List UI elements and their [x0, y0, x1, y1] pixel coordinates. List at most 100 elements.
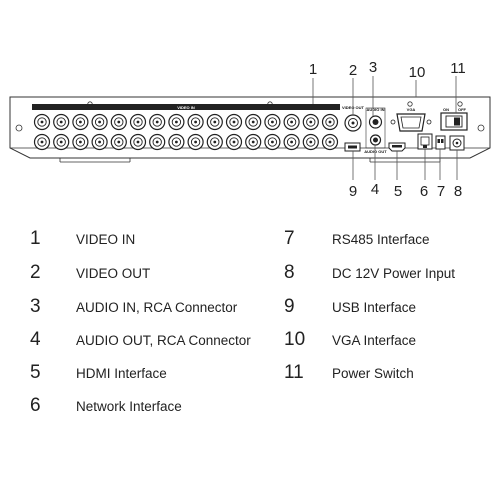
- bnc-connector: [264, 113, 281, 131]
- legend-item: 11 Power Switch: [284, 358, 414, 388]
- bnc-connector: [129, 113, 147, 131]
- legend-number: 10: [284, 329, 306, 350]
- bnc-connector: [225, 133, 243, 151]
- legend-label: AUDIO OUT, RCA Connector: [76, 332, 251, 348]
- bnc-connector: [33, 113, 51, 131]
- bnc-connector: [72, 133, 89, 151]
- video-out-bnc: [344, 114, 362, 132]
- screw-icon: [477, 124, 485, 132]
- dvr-rear-panel-diagram: VIDEO IN VIDEO OUT AUDIO IN AUDIO OUT VG…: [9, 59, 491, 200]
- legend-item: 1 VIDEO IN: [30, 224, 135, 254]
- legend-label: RS485 Interface: [332, 231, 430, 247]
- bnc-connector: [129, 133, 147, 151]
- bnc-connector: [168, 133, 185, 151]
- usb-port: [344, 142, 361, 152]
- legend-label: AUDIO IN, RCA Connector: [76, 299, 238, 315]
- power-switch: [440, 112, 468, 131]
- legend-item: 7 RS485 Interface: [284, 224, 430, 254]
- bnc-connector: [283, 133, 300, 151]
- callout-number: 6: [420, 183, 428, 200]
- callout-number: 1: [309, 61, 317, 78]
- callout-leader-lines: [312, 76, 458, 180]
- legend-label: HDMI Interface: [76, 365, 167, 381]
- legend-number: 3: [30, 296, 41, 317]
- bnc-connector: [149, 113, 166, 131]
- video-in-bnc-grid: [33, 113, 339, 151]
- audio-in-panel-label: AUDIO IN: [367, 107, 385, 112]
- bnc-connector: [206, 133, 223, 151]
- legend-label: VGA Interface: [332, 332, 417, 348]
- bnc-connector: [321, 113, 339, 131]
- power-on-label: ON: [443, 107, 449, 112]
- legend-label: VIDEO IN: [76, 231, 136, 247]
- vga-panel-label: VGA: [407, 107, 416, 112]
- callout-number: 5: [394, 183, 402, 200]
- legend-number: 2: [30, 262, 41, 283]
- bnc-connector: [187, 133, 204, 151]
- legend-number: 4: [30, 329, 41, 350]
- callout-number: 10: [409, 64, 426, 81]
- screw-icon: [407, 101, 413, 107]
- legend-item: 2 VIDEO OUT: [30, 258, 150, 288]
- hdmi-port: [388, 142, 406, 152]
- callout-number: 2: [349, 62, 357, 79]
- legend-number: 5: [30, 362, 41, 383]
- legend-label: Network Interface: [76, 398, 182, 414]
- legend-number: 7: [284, 228, 295, 249]
- bnc-connector: [302, 113, 319, 131]
- bnc-connector: [110, 113, 127, 131]
- legend-item: 8 DC 12V Power Input: [284, 258, 455, 288]
- legend-label: DC 12V Power Input: [332, 265, 456, 281]
- bnc-connector: [149, 133, 166, 151]
- audio-in-rca: [368, 115, 383, 129]
- legend-item: 4 AUDIO OUT, RCA Connector: [30, 325, 251, 355]
- power-off-label: OFF: [458, 107, 467, 112]
- legend-label: USB Interface: [332, 299, 417, 315]
- legend-label: Power Switch: [332, 365, 414, 381]
- callout-number: 4: [371, 181, 379, 198]
- bnc-connector: [245, 113, 262, 131]
- network-port: [417, 133, 433, 150]
- legend-number: 9: [284, 296, 295, 317]
- legend-number: 1: [30, 228, 41, 249]
- callout-number: 7: [437, 183, 445, 200]
- bnc-connector: [72, 113, 89, 131]
- audio-out-rca: [369, 134, 382, 146]
- bnc-connector: [245, 133, 262, 151]
- screw-icon: [457, 101, 463, 107]
- legend: 1 VIDEO IN 2 VIDEO OUT 3 AUDIO IN, RCA C…: [0, 220, 500, 500]
- bnc-connector: [187, 113, 204, 131]
- bnc-connector: [302, 133, 319, 151]
- legend-number: 11: [284, 362, 304, 383]
- legend-number: 8: [284, 262, 295, 283]
- callout-number: 11: [450, 60, 466, 77]
- callout-number: 9: [349, 183, 357, 200]
- video-in-panel-label: VIDEO IN: [177, 105, 195, 110]
- legend-item: 10 VGA Interface: [284, 325, 416, 355]
- bnc-connector: [33, 133, 51, 151]
- bnc-connector: [321, 133, 339, 151]
- legend-label: VIDEO OUT: [76, 265, 151, 281]
- legend-number: 6: [30, 395, 41, 416]
- vga-port: [390, 113, 432, 132]
- legend-item: 6 Network Interface: [30, 391, 182, 421]
- bnc-connector: [264, 133, 281, 151]
- audio-out-panel-label: AUDIO OUT: [364, 149, 387, 154]
- legend-item: 3 AUDIO IN, RCA Connector: [30, 292, 237, 322]
- bnc-connector: [206, 113, 223, 131]
- bnc-connector: [91, 133, 108, 151]
- bnc-connector: [53, 113, 70, 131]
- legend-item: 5 HDMI Interface: [30, 358, 167, 388]
- callout-number: 3: [369, 59, 377, 76]
- dc-power-input: [449, 135, 465, 151]
- rs485-terminal: [435, 135, 446, 150]
- callout-number: 8: [454, 183, 462, 200]
- bnc-connector: [168, 113, 185, 131]
- legend-item: 9 USB Interface: [284, 292, 416, 322]
- bnc-connector: [225, 113, 243, 131]
- bnc-connector: [283, 113, 300, 131]
- bnc-connector: [53, 133, 70, 151]
- bnc-connector: [110, 133, 127, 151]
- video-in-header-bar: [32, 104, 340, 110]
- screw-icon: [15, 124, 23, 132]
